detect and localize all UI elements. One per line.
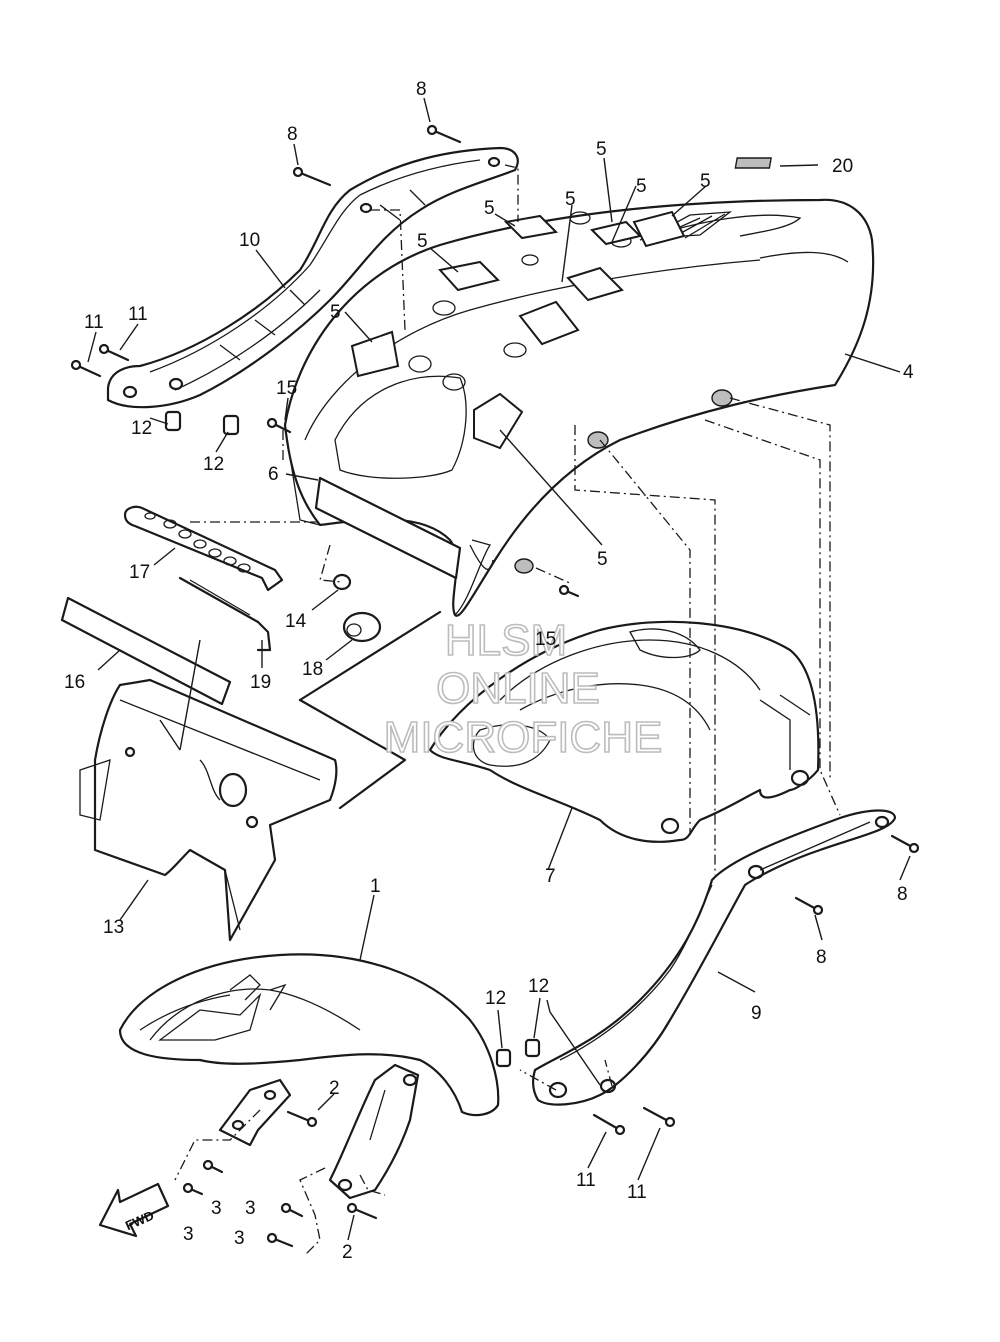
callout-11: 11: [627, 1182, 647, 1203]
watermark: HLSM ONLINE MICROFICHE: [383, 615, 663, 763]
spacer-part-12-upper: [164, 410, 240, 436]
callout-11: 11: [128, 304, 148, 325]
callout-3: 3: [234, 1228, 245, 1249]
callout-6: 6: [268, 464, 279, 485]
callout-19: 19: [250, 672, 271, 693]
inner-fender-part-7: [428, 620, 820, 843]
callout-7: 7: [545, 866, 556, 887]
callout-numbers: 8 8 10 11 11 15 12 12 6 17 14 18 16 19 5…: [64, 79, 914, 1263]
callout-10: 10: [239, 230, 260, 251]
callout-20: 20: [832, 156, 853, 177]
callout-12: 12: [203, 454, 224, 475]
callout-11: 11: [576, 1170, 596, 1191]
spacer-part-12-lower: [495, 1038, 541, 1068]
callout-8: 8: [816, 947, 827, 968]
callout-5: 5: [636, 176, 647, 197]
collar-part-14: [332, 573, 352, 591]
callout-2: 2: [329, 1078, 340, 1099]
callout-5: 5: [565, 189, 576, 210]
callout-8: 8: [287, 124, 298, 145]
callout-16: 16: [64, 672, 85, 693]
callout-3: 3: [245, 1198, 256, 1219]
callout-3: 3: [211, 1198, 222, 1219]
forward-direction-arrow: FWD: [98, 1182, 170, 1238]
callout-3: 3: [183, 1224, 194, 1245]
leader-lines: [87, 97, 911, 1241]
callout-2: 2: [342, 1242, 353, 1263]
callout-13: 13: [103, 917, 124, 938]
grab-bar-lower-part-9: [531, 809, 897, 1106]
callout-5: 5: [700, 171, 711, 192]
callout-5: 5: [484, 198, 495, 219]
callout-17: 17: [129, 562, 150, 583]
watermark-line-3: MICROFICHE: [384, 713, 663, 762]
front-fender-part-1: [118, 953, 500, 1117]
pad-set-part-5: [350, 210, 686, 450]
callout-12: 12: [485, 988, 506, 1009]
forward-marker-text: FWD: [123, 1208, 156, 1234]
callout-12: 12: [528, 976, 549, 997]
watermark-line-2: ONLINE: [436, 664, 600, 713]
cable-tie-part-19: [178, 576, 272, 652]
callout-15: 15: [535, 629, 556, 650]
callout-15: 15: [276, 378, 297, 399]
callout-5: 5: [597, 549, 608, 570]
callout-9: 9: [751, 1003, 762, 1024]
grommet-part-18: [342, 611, 382, 643]
fender-stay-left: [218, 1078, 292, 1147]
callout-14: 14: [285, 611, 307, 632]
reflector-strip-part-16: [60, 596, 232, 706]
license-bracket-part-13: [79, 678, 338, 942]
callout-11: 11: [84, 312, 104, 333]
watermark-line-1: HLSM: [445, 616, 567, 665]
fender-stay-right: [328, 1063, 420, 1200]
callout-5: 5: [330, 302, 341, 323]
callout-18: 18: [302, 659, 323, 680]
callout-8: 8: [897, 884, 908, 905]
callout-5: 5: [596, 139, 607, 160]
bracket-part-17: [123, 505, 284, 592]
callout-1: 1: [370, 876, 381, 897]
grab-bar-upper-part-10: [106, 146, 519, 409]
assembly-lines: [159, 164, 841, 1256]
rear-fender-part-4: [283, 198, 875, 617]
reflector-part-6: [314, 476, 462, 580]
bolts: [70, 124, 920, 1248]
callout-8: 8: [416, 79, 427, 100]
callout-5: 5: [417, 231, 428, 252]
callout-12: 12: [131, 418, 152, 439]
label-sticker-part-20: [734, 157, 772, 169]
callout-4: 4: [903, 362, 914, 383]
